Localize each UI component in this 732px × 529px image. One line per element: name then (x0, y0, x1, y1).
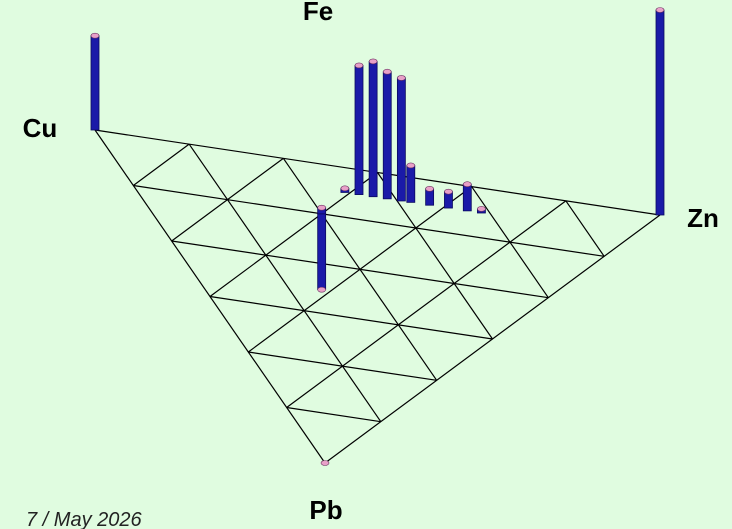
bar-cap (655, 7, 665, 13)
bar-body (354, 65, 364, 195)
grid-line-diag (247, 186, 473, 353)
bar (90, 32, 100, 131)
bar-body (368, 61, 378, 198)
bar-body (382, 71, 392, 200)
grid-line-diag (209, 172, 378, 297)
bar-cap (354, 62, 364, 69)
bar (655, 7, 665, 216)
bar-body (406, 165, 416, 203)
bar (354, 62, 364, 195)
bar (396, 75, 406, 202)
grid-line-row (209, 295, 493, 340)
bar-body (317, 213, 327, 291)
bar (444, 188, 453, 209)
corner-label-right: Zn (687, 203, 719, 233)
grid-line-row (133, 184, 605, 257)
bar-cap (317, 204, 326, 211)
bar-group (90, 7, 665, 466)
ternary-grid (94, 129, 661, 464)
bar-body (396, 77, 406, 202)
grid-line-diag (324, 214, 661, 464)
bar-cap (90, 32, 100, 39)
bar (317, 213, 327, 293)
corner-label-left: Cu (23, 113, 58, 143)
bar-cap (320, 460, 330, 466)
bar (462, 181, 472, 212)
bar (340, 185, 350, 193)
bar-cap (406, 162, 416, 169)
grid-line-diag (132, 143, 190, 186)
grid-line-row (286, 406, 381, 423)
grid-line-diag (171, 157, 284, 242)
bar-cap (397, 75, 406, 81)
bar (382, 68, 392, 200)
bar (317, 204, 327, 215)
bar (425, 186, 435, 206)
footer-date: 7 / May 2026 (26, 509, 143, 529)
bar (368, 58, 378, 198)
bar (320, 460, 330, 466)
bar-body (655, 9, 665, 216)
corner-label-top: Fe (303, 0, 333, 26)
grid-line-col (377, 172, 493, 340)
bar-cap (368, 58, 378, 65)
grid-line-col (188, 143, 382, 423)
bar-cap (444, 188, 453, 195)
grid-line-col (565, 200, 605, 257)
bar-body (90, 35, 100, 131)
corner-label-bottom: Pb (309, 495, 342, 525)
bar-body (462, 183, 472, 212)
bar-cap (425, 186, 434, 192)
bar-cap (382, 68, 392, 75)
bar-cap (477, 206, 486, 212)
bar (406, 162, 416, 203)
bar-cap (462, 181, 472, 188)
grid-line-diag (286, 200, 567, 408)
bar-cap (317, 286, 326, 293)
bar-cap (340, 185, 350, 192)
bar (477, 206, 486, 214)
